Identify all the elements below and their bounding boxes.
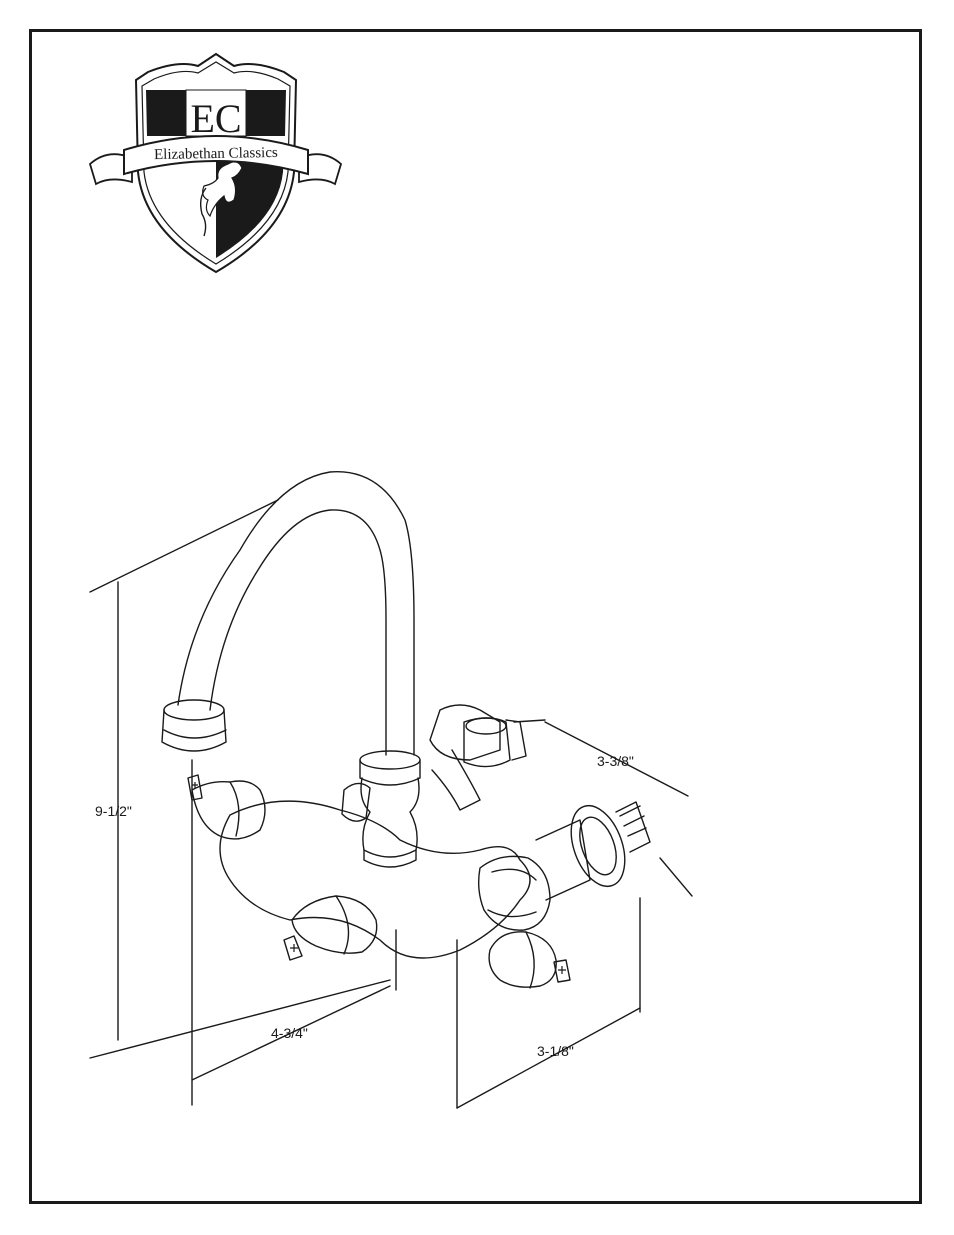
elizabethan-classics-logo: EC Elizabethan Classics: [88, 52, 343, 274]
depth-dimension-label: 4-3/4": [271, 1025, 308, 1041]
spout-tip-top: [164, 700, 224, 720]
right-wall-arm: [536, 820, 590, 900]
height-extension-top: [90, 500, 278, 592]
handle-right-front: [489, 932, 556, 987]
spout-outer-curve: [178, 472, 414, 755]
logo-brand-name: Elizabethan Classics: [154, 145, 278, 163]
width-top-dimension-label: 3-3/8": [597, 753, 634, 769]
depth-extension-bottom: [90, 980, 390, 1058]
handle-left-rear: [192, 781, 265, 839]
width-bottom-dimension-label: 3-1/8": [537, 1043, 574, 1059]
logo-monogram: EC: [190, 96, 241, 141]
spout-collar-top: [360, 751, 420, 769]
spout-inner-curve: [210, 510, 386, 755]
faucet-body: [220, 801, 530, 958]
rear-wall-arm: [430, 705, 500, 760]
handle-left-front: [292, 896, 377, 953]
width-top-extension-right: [660, 858, 692, 896]
faucet-diagram: [80, 460, 720, 1120]
right-wall-flange: [561, 798, 635, 893]
right-coupling-nut: [479, 856, 550, 930]
height-dimension-label: 9-1/2": [95, 803, 132, 819]
